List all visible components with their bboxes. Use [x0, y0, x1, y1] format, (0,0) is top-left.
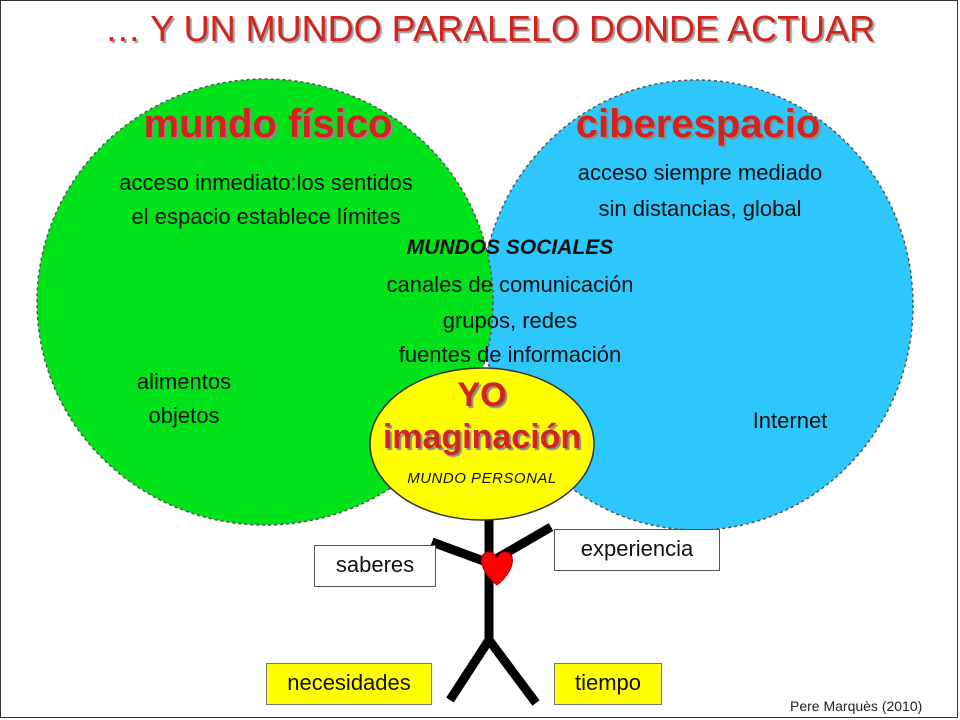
time-box: tiempo [554, 663, 662, 705]
knowledge-box: saberes [314, 545, 436, 587]
cyberspace-title: ciberespacio [575, 102, 821, 146]
personal-yo: YO [457, 376, 507, 414]
experience-box: experiencia [554, 529, 720, 571]
needs-box: necesidades [266, 663, 432, 705]
physical-world-line-2: el espacio establece límites [131, 204, 401, 229]
social-item-channels: canales de comunicación [386, 272, 634, 297]
cyberspace-line-2: sin distancias, global [598, 196, 802, 221]
physical-world-line-1: acceso inmediato:los sentidos [119, 170, 413, 195]
personal-imagination: imaginación [382, 418, 582, 456]
personal-world-ellipse [369, 367, 595, 521]
figure-left-leg [446, 637, 493, 703]
slide-title: … Y UN MUNDO PARALELO DONDE ACTUAR [104, 8, 876, 49]
author-credit: Pere Marquès (2010) [790, 698, 923, 714]
physical-world-title: mundo físico [143, 102, 393, 146]
social-item-groups: grupos, redes [442, 308, 578, 333]
personal-world-label: MUNDO PERSONAL [407, 470, 557, 487]
figure-left-arm [430, 537, 491, 568]
figure-right-leg [485, 637, 540, 706]
social-worlds-title: MUNDOS SOCIALES [406, 236, 614, 259]
cyberspace-example-internet: Internet [752, 408, 828, 433]
social-item-sources: fuentes de información [398, 342, 622, 367]
physical-example-objects: objetos [148, 403, 220, 428]
heart-icon [481, 551, 513, 586]
stick-figure [430, 520, 554, 706]
physical-example-food: alimentos [136, 369, 232, 394]
cyberspace-line-1: acceso siempre mediado [577, 160, 823, 185]
